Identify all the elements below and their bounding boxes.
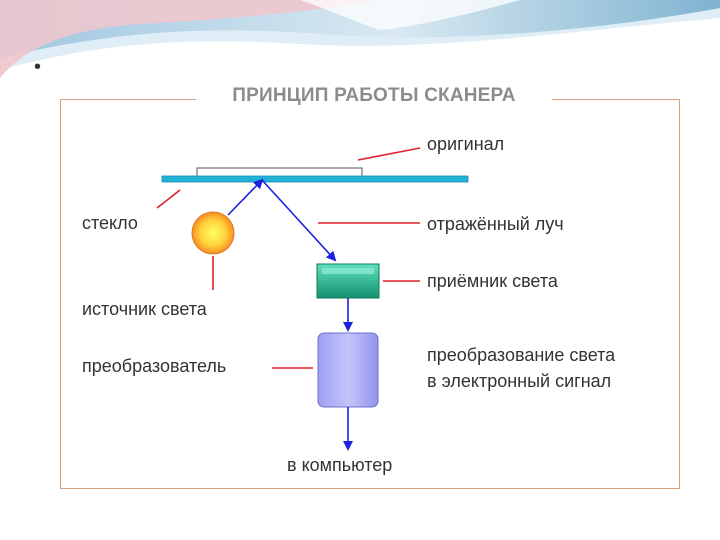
- label-glass: стекло: [82, 213, 138, 233]
- label-to-computer: в компьютер: [287, 455, 393, 475]
- light-source-bulb: [191, 211, 235, 255]
- diagram-title: ПРИНЦИП РАБОТЫ СКАНЕРА: [196, 82, 552, 110]
- label-light-receiver: приёмник света: [427, 271, 558, 291]
- pointer-glass: [156, 189, 181, 209]
- light-receiver-highlight: [322, 268, 374, 274]
- label-original: оригинал: [427, 134, 505, 154]
- label-conversion-line2: в электронный сигнал: [427, 371, 612, 391]
- bullet-point: •: [34, 56, 42, 78]
- incident-ray: [227, 178, 264, 216]
- reflected-ray: [261, 179, 337, 262]
- label-reflected-ray: отражённый луч: [427, 214, 564, 234]
- header-wave-decoration: [0, 0, 720, 78]
- wave-white-streak: [300, 0, 520, 30]
- pointer-original: [357, 147, 421, 161]
- converter-block: [317, 332, 379, 408]
- label-converter: преобразователь: [82, 356, 227, 376]
- label-conversion-line1: преобразование света: [427, 345, 616, 365]
- wave-pink: [0, 0, 380, 78]
- label-light-source: источник света: [82, 299, 207, 319]
- glass-plate: [161, 175, 469, 183]
